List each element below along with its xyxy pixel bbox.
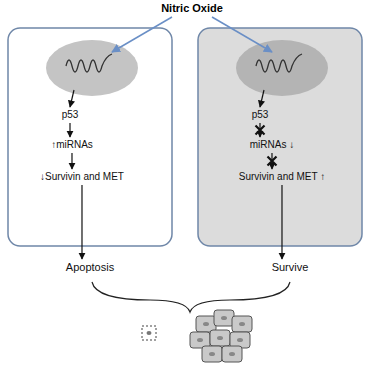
nucleus [236,40,328,96]
node-label: ↑miRNAs [51,139,93,151]
cell-cluster [190,310,252,362]
block-mark [256,126,265,135]
text-node: miRNAs ↓ [248,138,296,152]
text-node: p53 [250,108,271,122]
text-node: p53 [60,108,81,122]
bracket [92,282,290,312]
text-node: Apoptosis [64,260,116,274]
title-text: Nitric Oxide [161,2,223,14]
node-label: miRNAs ↓ [250,139,294,151]
normal-cell [8,28,172,246]
no-arrow [112,17,172,52]
node-label: Survive [272,261,309,273]
text-node: ↑miRNAs [49,138,95,152]
cell-nuclei [197,316,245,356]
arrow [260,90,264,107]
node-label: ↓Survivin and MET [40,171,124,183]
title: Nitric Oxide [0,2,384,14]
node-label: Apoptosis [66,261,114,273]
arrow [70,90,74,107]
text-node: ↓Survivin and MET [38,170,126,184]
arrow-connector [281,185,282,259]
node-label: p53 [62,109,79,121]
dna-strand [66,54,112,72]
dead-cell [147,331,152,335]
arrow-connector [81,185,82,259]
arrow-connector [69,123,70,137]
text-node: Survive [270,260,311,274]
dead-cell [142,326,156,340]
arrow-connector [71,153,72,169]
dna-strand [256,54,302,72]
node-label: Survivin and MET ↑ [239,171,326,183]
block-mark [267,157,276,166]
text-node: Survivin and MET ↑ [237,170,328,184]
nucleus [46,40,138,96]
resistant-cell [198,28,362,246]
no-arrow [212,17,272,52]
node-label: p53 [252,109,269,121]
